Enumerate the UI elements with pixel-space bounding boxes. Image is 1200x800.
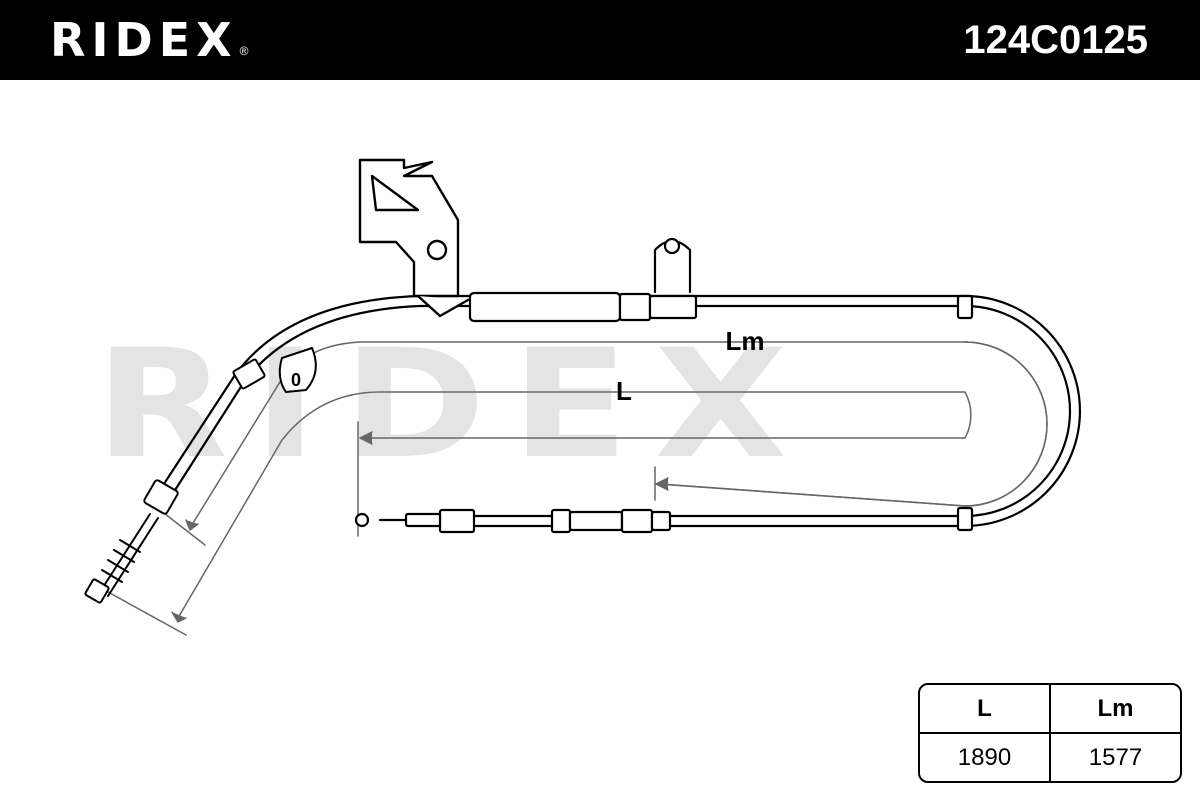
upper-bracket [358, 158, 470, 318]
mid-bracket [232, 347, 317, 393]
spec-value-lm: 1577 [1049, 732, 1180, 781]
lower-fittings [354, 508, 672, 534]
spec-table: L Lm 1890 1577 [918, 683, 1182, 783]
header-bar: RIDEX ® 124C0125 [0, 0, 1200, 80]
bracket-hole-label: 0 [291, 370, 301, 390]
lm-label: Lm [726, 326, 765, 356]
l-label: L [616, 376, 632, 406]
cable-drawing: Lm L 0 [84, 158, 1082, 636]
part-number: 124C0125 [963, 18, 1148, 62]
spec-header-lm: Lm [1049, 685, 1180, 734]
brand-logo: RIDEX ® [50, 14, 248, 66]
registered-mark-icon: ® [239, 44, 249, 58]
upper-fitting [468, 237, 698, 323]
dimension-lines [107, 341, 1048, 636]
cable-sheath [158, 294, 1082, 528]
spec-value-l: 1890 [920, 732, 1051, 781]
brand-name: RIDEX [50, 13, 238, 67]
watermark-logo: RIDEX [95, 318, 813, 492]
left-end-fitting [84, 479, 179, 604]
spec-header-l: L [920, 685, 1051, 734]
